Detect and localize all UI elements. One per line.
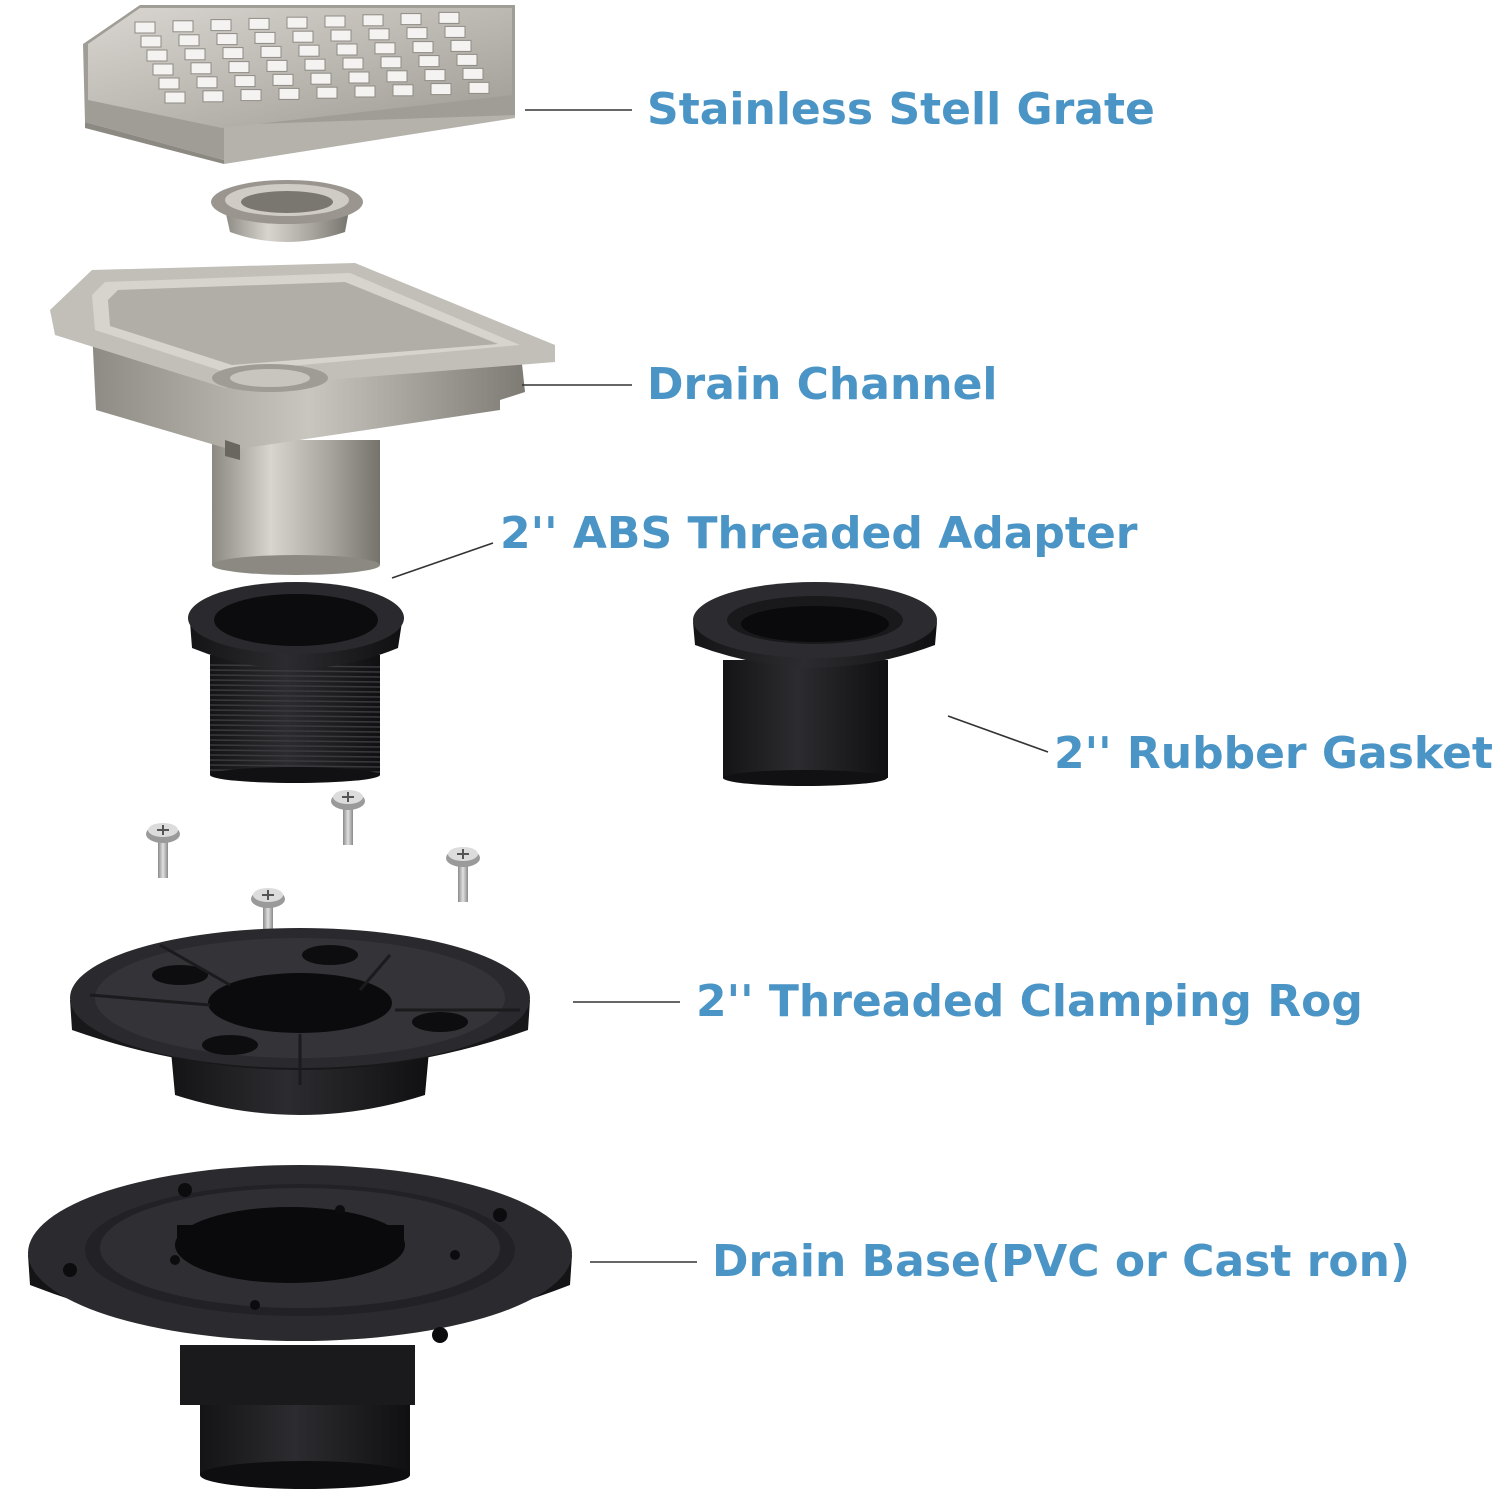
bolt — [446, 847, 480, 902]
thread-line — [209, 679, 381, 683]
grate-hole — [140, 35, 162, 48]
grate-hole — [374, 42, 396, 55]
grate-hole — [348, 71, 370, 84]
grate-hole — [336, 43, 358, 56]
thread-line — [209, 724, 381, 728]
grate-hole — [210, 19, 232, 32]
grate-hole — [286, 16, 308, 29]
label-clamping-ring: 2'' Threaded Clamping Rog — [696, 976, 1363, 1027]
leader-lines — [391, 109, 1049, 1263]
grate-hole — [298, 44, 320, 57]
grate-hole — [260, 45, 282, 58]
grate-hole — [418, 55, 440, 68]
grate-hole — [462, 67, 484, 80]
grate-hole — [468, 81, 490, 94]
threaded-clamping-ring — [70, 928, 530, 1115]
drain-channel — [50, 263, 555, 575]
grate-hole — [196, 76, 218, 89]
grate-hole — [234, 75, 256, 88]
grate-hole — [368, 28, 390, 41]
grate-hole — [392, 84, 414, 97]
drain-base — [28, 1165, 572, 1489]
thread-line — [209, 749, 381, 753]
grate-hole — [450, 39, 472, 52]
grate-hole — [444, 25, 466, 38]
grate-hole — [386, 70, 408, 83]
grate-hole — [362, 14, 384, 27]
grate-hole — [342, 57, 364, 70]
thread-line — [209, 689, 381, 693]
rubber-gasket — [693, 582, 937, 786]
grate-hole — [430, 83, 452, 96]
thread-line — [209, 744, 381, 748]
grate-hole — [304, 58, 326, 71]
grate-hole — [172, 20, 194, 33]
grate-hole — [412, 41, 434, 54]
abs-threaded-adapter — [188, 582, 404, 783]
grate-hole — [266, 59, 288, 72]
thread-line — [209, 754, 381, 758]
grate-hole — [240, 89, 262, 102]
grate-hole — [228, 61, 250, 74]
grate-holes — [134, 11, 490, 104]
grate-hole — [158, 77, 180, 90]
thread-line — [209, 719, 381, 723]
stainless-grate — [83, 5, 515, 164]
thread-line — [209, 669, 381, 673]
thread-line — [209, 734, 381, 738]
grate-hole — [310, 72, 332, 85]
grate-hole — [292, 30, 314, 43]
grate-hole — [406, 27, 428, 40]
thread-line — [209, 699, 381, 703]
grate-hole — [164, 91, 186, 104]
grate-hole — [278, 87, 300, 100]
grate-hole — [248, 17, 270, 30]
thread-line — [209, 759, 381, 763]
bolt — [251, 888, 285, 956]
grate-hole — [380, 56, 402, 69]
thread-line — [209, 739, 381, 743]
grate-hole — [272, 73, 294, 86]
mounting-bolts — [146, 790, 480, 956]
grate-hole — [424, 69, 446, 82]
grate-hole — [330, 29, 352, 42]
grate-hole — [146, 49, 168, 62]
bolt — [331, 790, 365, 845]
grate-hole — [178, 34, 200, 47]
label-abs-adapter: 2'' ABS Threaded Adapter — [500, 508, 1138, 559]
grate-hole — [324, 15, 346, 28]
grate-hole — [202, 90, 224, 103]
label-drain-base: Drain Base(PVC or Cast ron) — [712, 1236, 1411, 1287]
thread-line — [209, 714, 381, 718]
grate-hole — [316, 86, 338, 99]
label-drain-channel: Drain Channel — [647, 359, 998, 410]
grate-hole — [216, 33, 238, 46]
grate-hole — [254, 31, 276, 44]
grate-hole — [184, 48, 206, 61]
thread-line — [209, 764, 381, 768]
label-rubber-gasket: 2'' Rubber Gasket — [1054, 728, 1493, 779]
strainer-basket — [211, 180, 363, 242]
grate-hole — [400, 13, 422, 26]
thread-line — [209, 674, 381, 678]
grate-hole — [134, 21, 156, 34]
bolt — [146, 823, 180, 878]
grate-hole — [152, 63, 174, 76]
thread-line — [209, 694, 381, 698]
grate-hole — [222, 47, 244, 60]
thread-line — [209, 709, 381, 713]
grate-hole — [190, 62, 212, 75]
thread-line — [209, 704, 381, 708]
leader-adapter — [391, 542, 494, 579]
thread-line — [209, 684, 381, 688]
thread-line — [209, 729, 381, 733]
grate-hole — [438, 11, 460, 24]
grate-hole — [354, 85, 376, 98]
label-stainless-grate: Stainless Stell Grate — [647, 84, 1155, 135]
leader-gasket — [947, 715, 1049, 753]
grate-hole — [456, 53, 478, 66]
